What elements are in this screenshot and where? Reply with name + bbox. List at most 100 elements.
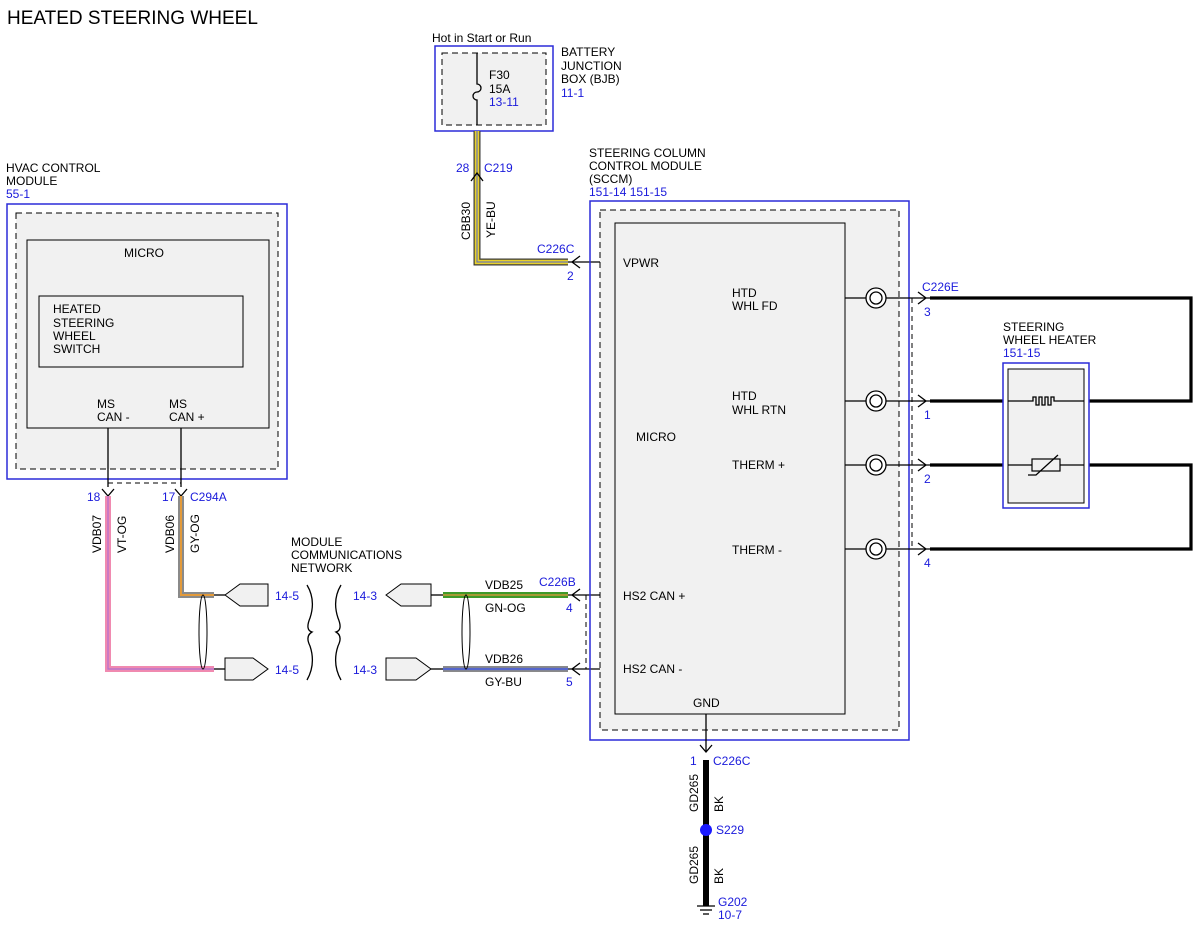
feed-circuit: CBB30: [459, 202, 473, 240]
c294a-pin-18: 18: [87, 490, 101, 504]
hvac-control-module: HVAC CONTROL MODULE 55-1 MICRO HEATED ST…: [6, 161, 288, 480]
c219-pin: 28: [456, 161, 470, 175]
c294a-name: C294A: [190, 490, 227, 504]
sccm-name-2: CONTROL MODULE: [589, 159, 702, 173]
heater-outline: [1002, 362, 1090, 509]
sccm-therm-plus: THERM +: [732, 458, 785, 472]
hvac-name-1: HVAC CONTROL: [6, 161, 101, 175]
c226b-arrow-plus: [570, 588, 581, 602]
splice-s229-dot: [700, 824, 712, 836]
gd265-circuit-1: GD265: [687, 774, 701, 812]
wire-therm-minus-loop: [930, 463, 1193, 551]
sccm-gnd: GND: [693, 696, 720, 710]
ground-circuit: 1 C226C S229 GD265 BK GD265 BK G202 10-7: [687, 714, 751, 922]
hvac-page: 55-1: [6, 187, 30, 201]
module-communications-network: MODULE COMMUNICATIONS NETWORK: [291, 535, 402, 681]
hvac-switch-3: WHEEL: [53, 329, 96, 343]
c226c-gnd-arrow: [699, 744, 713, 753]
c226e-pin-2: 2: [924, 472, 931, 486]
thermistor-slash-icon: [1028, 454, 1059, 476]
hvac-name-2: MODULE: [6, 174, 57, 188]
hvac-can-plus-2: CAN +: [169, 410, 205, 424]
bjb-page: 11-1: [561, 86, 584, 100]
sccm-name-1: STEERING COLUMN: [589, 146, 706, 160]
hvac-can-minus-1: MS: [97, 397, 115, 411]
vdb06-circuit: VDB06: [163, 515, 177, 553]
bjb-name-1: BATTERY: [561, 45, 615, 59]
bjb-name-2: JUNCTION: [561, 59, 622, 73]
heater-name-1: STEERING: [1003, 320, 1064, 334]
network-ref-left-bottom: 14-5: [275, 663, 299, 677]
c226c-arrow: [570, 255, 581, 269]
hvac-can-minus-2: CAN -: [97, 410, 130, 424]
hs2-twisted-pair-icon: [461, 594, 471, 670]
sccm-htd-fd-1: HTD: [732, 286, 757, 300]
feed-color: YE-BU: [484, 201, 498, 238]
heater-circuits: C226E 3 1 2 4: [845, 280, 1193, 570]
fuse-power-condition: Hot in Start or Run: [432, 31, 531, 45]
sccm-therm-minus: THERM -: [732, 543, 782, 557]
c294a-arrow-plus: [174, 488, 188, 497]
ground-g202: G202: [718, 895, 748, 909]
c226e-pin-3: 3: [924, 305, 931, 319]
hvac-micro-label: MICRO: [124, 246, 164, 260]
c226b-arrow-minus: [570, 662, 581, 676]
ground-symbol-icon: [697, 905, 715, 915]
sccm-pages: 151-14 151-15: [589, 185, 667, 199]
sccm-htd-rtn-2: WHL RTN: [732, 403, 786, 417]
network-label-3: NETWORK: [291, 561, 352, 575]
c226c-name: C226C: [537, 242, 575, 256]
gnd-connector: C226C: [713, 754, 751, 768]
hvac-switch-2: STEERING: [53, 316, 114, 330]
hvac-outline: [6, 203, 288, 480]
fuse-id: F30: [489, 68, 510, 82]
battery-junction-box: Hot in Start or Run F30 15A 13-11 BATTER…: [432, 31, 622, 132]
wire-htd-fd-loop: [930, 296, 1193, 403]
gd265-color-1: BK: [712, 796, 726, 812]
vdb26-color: GY-BU: [485, 675, 522, 689]
hs2-can-wires: 14-3 14-3 VDB25 GN-OG VDB26 GY-BU C226B …: [353, 575, 612, 689]
hvac-twisted-pair-icon: [198, 594, 208, 670]
vdb26-circuit: VDB26: [485, 652, 523, 666]
hvac-switch-4: SWITCH: [53, 342, 100, 356]
heater-page: 151-15: [1003, 346, 1041, 360]
page-title: HEATED STEERING WHEEL: [7, 8, 258, 29]
connector-c219-arrow: [470, 171, 484, 182]
c226e-pin-1: 1: [924, 408, 931, 422]
sccm-htd-rtn-1: HTD: [732, 389, 757, 403]
network-ref-left-top: 14-5: [275, 589, 299, 603]
bjb-outline: [434, 45, 554, 132]
coil-icon-therm-minus: [865, 538, 887, 560]
c226e-arrow-3: [917, 291, 928, 305]
network-ref-arrow-right-top: [385, 583, 432, 607]
fuse-icon: [472, 53, 482, 125]
ground-page: 10-7: [718, 908, 742, 922]
wire-vdb07-tracer: [107, 496, 214, 670]
hvac-switch-1: HEATED: [53, 302, 101, 316]
heater-element-icon: [1008, 396, 1084, 406]
sccm-name-3: (SCCM): [589, 172, 632, 186]
sccm-hs2-plus: HS2 CAN +: [623, 589, 685, 603]
gd265-circuit-2: GD265: [687, 846, 701, 884]
feed-wire-blue-tracer: [476, 131, 568, 263]
heater-name-2: WHEEL HEATER: [1003, 333, 1097, 347]
c226b-pin-4: 4: [566, 601, 573, 615]
c226e-arrow-4: [917, 542, 928, 556]
c226e-name: C226E: [922, 280, 959, 294]
c226c-pin: 2: [567, 269, 574, 283]
fuse-ref: 13-11: [489, 95, 519, 109]
bjb-inner: [441, 52, 547, 126]
coil-icon-therm-plus: [865, 454, 887, 476]
hvac-can-wires: 18 17 C294A VDB07 VT-OG VDB06 GY-OG 14-5…: [87, 428, 299, 681]
network-ref-right-top: 14-3: [353, 589, 377, 603]
network-label-1: MODULE: [291, 535, 342, 549]
thermistor-icon: [1031, 458, 1061, 472]
coil-icon-htd-rtn: [865, 390, 887, 412]
network-ref-arrow-left-bottom: [224, 657, 269, 681]
sccm-outline: [589, 200, 910, 741]
vdb25-color: GN-OG: [485, 601, 526, 615]
coil-icon-htd-fd: [865, 287, 887, 309]
c226e-pin-4: 4: [924, 556, 931, 570]
network-ref-arrow-right-bottom: [385, 657, 432, 681]
